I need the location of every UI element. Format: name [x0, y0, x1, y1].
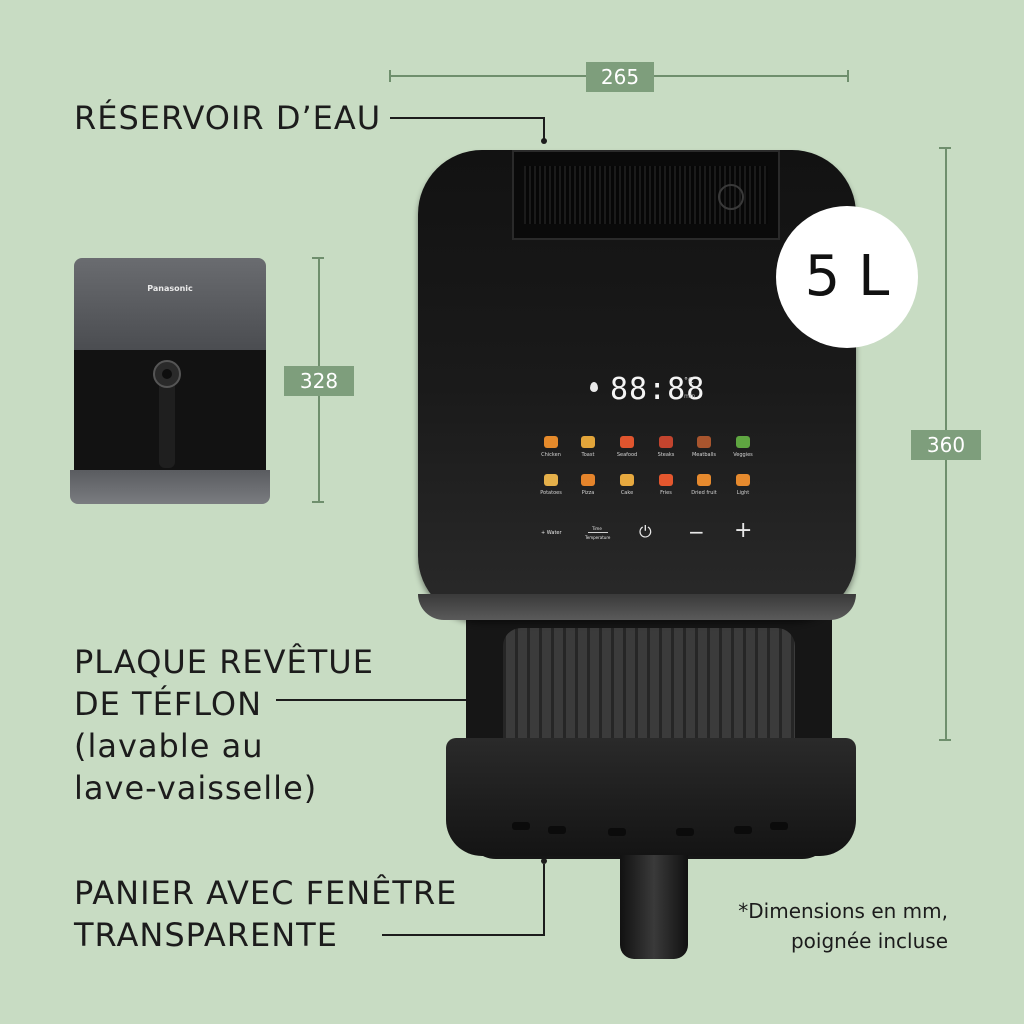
program-icon	[697, 436, 711, 448]
display-unit-time: min	[684, 393, 696, 400]
program-label: Dried fruit	[691, 490, 717, 496]
callout-plate-line4: lave-vaisselle)	[74, 769, 318, 807]
program-label: Chicken	[541, 452, 561, 458]
program-button: Dried fruit	[684, 474, 724, 496]
basket-slot	[608, 828, 626, 836]
basket-slot	[548, 826, 566, 834]
leader-basket-v	[543, 864, 545, 936]
program-button: Meatballs	[684, 436, 724, 458]
program-label: Potatoes	[540, 490, 562, 496]
display-unit-temp: °C	[684, 376, 694, 385]
large-height-dimension-label: 360	[911, 430, 981, 460]
minus-button: −	[688, 520, 705, 544]
program-button: Steaks	[646, 436, 686, 458]
leader-reservoir-v	[543, 117, 545, 139]
program-icon	[544, 474, 558, 486]
time-temp-control-line2: Temperature	[585, 535, 611, 540]
program-icon	[736, 436, 750, 448]
leader-reservoir-h	[390, 117, 545, 119]
leader-reservoir-dot	[541, 138, 547, 144]
basket-slot	[512, 822, 530, 830]
dimensions-note-line1: *Dimensions en mm,	[738, 899, 948, 923]
small-height-tick-top	[312, 257, 324, 259]
program-button: Fries	[646, 474, 686, 496]
program-label: Fries	[660, 490, 672, 496]
program-button: Cake	[607, 474, 647, 496]
program-icon	[659, 474, 673, 486]
leader-basket-h	[382, 934, 545, 936]
program-button: Veggies	[723, 436, 763, 458]
water-tank	[512, 150, 780, 240]
small-fryer-body	[74, 258, 266, 352]
program-button: Potatoes	[531, 474, 571, 496]
program-icon	[736, 474, 750, 486]
program-label: Veggies	[733, 452, 753, 458]
small-fryer-knob	[153, 360, 181, 388]
callout-basket-line1: PANIER AVEC FENÊTRE	[74, 874, 458, 912]
width-dimension-tick-left	[389, 70, 391, 82]
basket-front	[446, 738, 856, 856]
small-height-tick-bottom	[312, 501, 324, 503]
plus-button: +	[734, 518, 753, 543]
small-fryer-brand: Panasonic	[147, 284, 193, 293]
dimensions-note-line2: poignée incluse	[790, 929, 948, 953]
time-display: 88:88	[610, 372, 706, 407]
program-button: Pizza	[568, 474, 608, 496]
program-icon	[581, 436, 595, 448]
time-temp-control-line1: Time	[592, 526, 602, 531]
small-fryer-base	[70, 470, 270, 504]
callout-plate-line1: PLAQUE REVÊTUE	[74, 643, 374, 681]
power-icon: ⏻	[639, 522, 652, 541]
program-label: Seafood	[616, 452, 638, 458]
width-dimension-label: 265	[586, 62, 654, 92]
program-button: Seafood	[607, 436, 647, 458]
water-control: + Water	[541, 530, 562, 536]
program-label: Toast	[581, 452, 595, 458]
time-temp-divider	[588, 532, 608, 533]
large-height-tick-top	[939, 147, 951, 149]
water-tank-button	[718, 184, 744, 210]
lid-rim	[418, 594, 856, 620]
basket-slot	[676, 828, 694, 836]
basket-slot	[734, 826, 752, 834]
water-drop-icon	[590, 382, 598, 392]
callout-plate-line3: (lavable au	[74, 727, 264, 765]
basket-handle	[620, 855, 688, 959]
program-icon	[620, 474, 634, 486]
small-height-dimension-label: 328	[284, 366, 354, 396]
program-button: Toast	[568, 436, 608, 458]
program-icon	[697, 474, 711, 486]
capacity-badge: 5 L	[776, 206, 918, 348]
program-button: Light	[723, 474, 763, 496]
leader-basket-dot	[541, 858, 547, 864]
program-label: Steaks	[657, 452, 675, 458]
width-dimension-tick-right	[847, 70, 849, 82]
callout-plate-line2: DE TÉFLON	[74, 685, 263, 723]
program-icon	[581, 474, 595, 486]
large-height-tick-bottom	[939, 739, 951, 741]
program-icon	[544, 436, 558, 448]
program-label: Light	[736, 490, 750, 496]
callout-basket-line2: TRANSPARENTE	[74, 916, 338, 954]
program-button: Chicken	[531, 436, 571, 458]
program-icon	[659, 436, 673, 448]
small-fryer-handle	[159, 384, 175, 468]
leader-plate	[276, 699, 516, 701]
program-label: Pizza	[581, 490, 595, 496]
program-icon	[620, 436, 634, 448]
callout-reservoir: RÉSERVOIR D’EAU	[74, 99, 382, 137]
basket-slot	[770, 822, 788, 830]
program-label: Cake	[620, 490, 634, 496]
program-label: Meatballs	[691, 452, 717, 458]
